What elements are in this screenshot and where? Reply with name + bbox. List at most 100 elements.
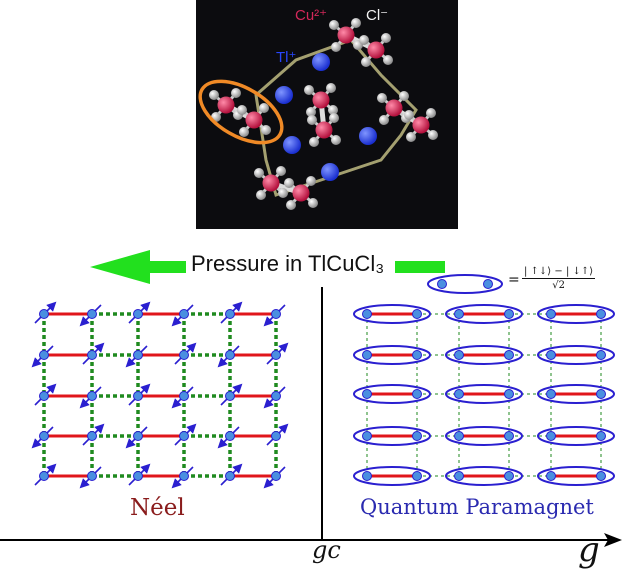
tl-ion <box>275 86 293 104</box>
cl-ion <box>284 178 294 188</box>
qp-site <box>454 309 464 319</box>
cl-ion <box>381 33 391 43</box>
neel-site <box>87 471 97 481</box>
cl-ion <box>326 83 336 93</box>
crystal-structure-image <box>196 0 458 229</box>
qp-site <box>596 431 606 441</box>
qp-site <box>362 431 372 441</box>
singlet-legend-site <box>483 279 493 289</box>
cu-ion <box>367 41 385 59</box>
singlet-ellipse <box>537 384 615 404</box>
cl-ion <box>428 130 438 140</box>
singlet-ellipse <box>445 345 523 365</box>
qp-site <box>412 309 422 319</box>
cu-ion <box>385 99 403 117</box>
neel-site <box>133 350 143 360</box>
singlet-ellipse <box>353 304 431 324</box>
cl-ion <box>286 200 296 210</box>
neel-site <box>225 431 235 441</box>
cl-ion <box>261 125 271 135</box>
neel-site <box>225 391 235 401</box>
neel-site <box>179 471 189 481</box>
qp-site <box>362 471 372 481</box>
singlet-formula: | ↑↓⟩ − | ↓↑⟩ √2 <box>522 266 596 291</box>
tl-ion <box>312 53 330 71</box>
neel-site <box>39 350 49 360</box>
cu-ion <box>217 96 235 114</box>
singlet-legend-site <box>437 279 447 289</box>
neel-site <box>271 350 281 360</box>
neel-site <box>39 471 49 481</box>
cu-ion <box>412 116 430 134</box>
qp-site <box>454 431 464 441</box>
cl-ion <box>309 137 319 147</box>
qp-site <box>362 389 372 399</box>
cl-ion <box>259 103 269 113</box>
qp-site <box>546 431 556 441</box>
neel-site <box>271 309 281 319</box>
neel-site <box>87 431 97 441</box>
cl-ion <box>328 105 338 115</box>
cl-ion <box>256 190 266 200</box>
critical-coupling-label: gc <box>312 536 341 564</box>
tl-ion <box>359 127 377 145</box>
cl-ion <box>331 135 341 145</box>
coupling-axis-arrowhead <box>604 533 622 547</box>
qp-site <box>596 471 606 481</box>
singlet-ellipse <box>445 466 523 486</box>
singlet-ellipse <box>445 426 523 446</box>
qp-site <box>504 431 514 441</box>
neel-site <box>179 309 189 319</box>
equals-sign: = <box>508 272 520 288</box>
singlet-ellipse <box>537 304 615 324</box>
cl-ion <box>379 115 389 125</box>
neel-site <box>271 391 281 401</box>
cl-ion <box>231 88 241 98</box>
cl-ion <box>304 85 314 95</box>
crystal-structure-drawing <box>198 18 438 210</box>
singlet-ellipse <box>353 384 431 404</box>
qp-site <box>504 389 514 399</box>
neel-site <box>179 350 189 360</box>
neel-site <box>225 471 235 481</box>
cl-ion-label: Cl⁻ <box>366 7 389 24</box>
cl-ion <box>331 42 341 52</box>
singlet-denominator: √2 <box>552 280 565 291</box>
qp-site <box>454 389 464 399</box>
neel-site <box>133 309 143 319</box>
neel-site <box>39 309 49 319</box>
neel-site <box>271 471 281 481</box>
cl-ion <box>426 108 436 118</box>
pressure-arrow-tail <box>395 261 445 273</box>
pressure-arrow-shaft <box>148 261 186 273</box>
qp-site <box>546 471 556 481</box>
neel-site <box>271 431 281 441</box>
singlet-ellipse <box>353 345 431 365</box>
cl-ion <box>361 57 371 67</box>
cl-ion <box>239 127 249 137</box>
neel-site <box>39 391 49 401</box>
pressure-label: Pressure in TlCuCl₃ <box>191 251 385 276</box>
cu-ion <box>315 121 333 139</box>
neel-site <box>225 350 235 360</box>
tl-ion-label: Tl⁺ <box>276 49 297 66</box>
qp-site <box>546 309 556 319</box>
qp-site <box>362 309 372 319</box>
cl-ion <box>383 55 393 65</box>
cl-ion <box>278 188 288 198</box>
qp-site <box>412 431 422 441</box>
qp-site <box>596 350 606 360</box>
qp-site <box>412 471 422 481</box>
cl-ion <box>254 168 264 178</box>
singlet-ellipse <box>537 345 615 365</box>
neel-site <box>179 391 189 401</box>
cu-ion <box>292 184 310 202</box>
cl-ion <box>404 110 414 120</box>
cl-ion <box>237 105 247 115</box>
neel-site <box>87 309 97 319</box>
qp-site <box>412 389 422 399</box>
qp-site <box>546 350 556 360</box>
tl-ion <box>321 163 339 181</box>
qp-site <box>504 309 514 319</box>
singlet-ellipse <box>353 466 431 486</box>
